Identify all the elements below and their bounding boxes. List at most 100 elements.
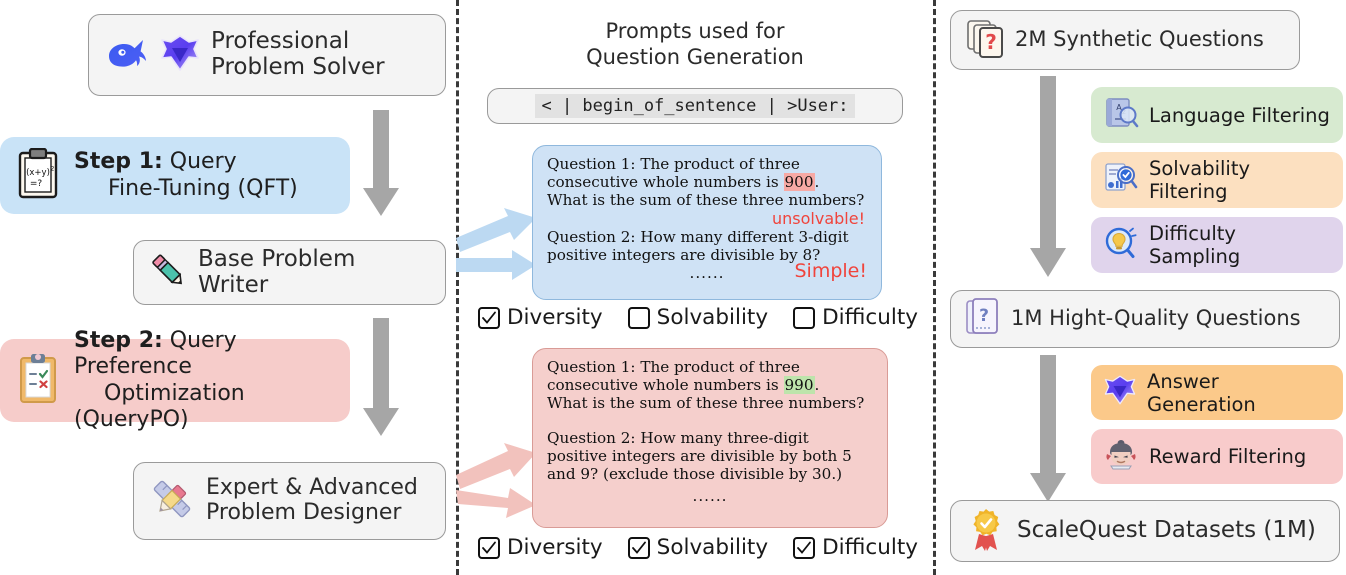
node-scalequest-datasets[interactable]: ScaleQuest Datasets (1M) (950, 500, 1340, 562)
ellipsis: ...... (692, 486, 728, 505)
filter-label: Language Filtering (1149, 103, 1330, 127)
checkbox-difficulty[interactable]: Difficulty (793, 305, 918, 330)
prompt-template-box[interactable]: < | begin_of_sentence | >User: (487, 88, 903, 124)
checkbox-box[interactable] (793, 306, 816, 329)
checkbox-solvability[interactable]: Solvability (627, 305, 768, 330)
question-line: What is the sum of these three numbers? (547, 190, 865, 209)
flow-arrow-step2 (359, 318, 403, 444)
column-divider-left (456, 0, 459, 575)
svg-text:A: A (1116, 103, 1122, 112)
filter-label: Difficulty Sampling (1149, 222, 1241, 268)
checkbox-label: Diversity (507, 305, 603, 330)
node-label: Base Problem Writer (198, 245, 356, 298)
criteria-row-base: Diversity Solvability Difficulty (478, 305, 918, 330)
checkbox-box[interactable] (478, 536, 500, 559)
filter-solvability-filtering[interactable]: Solvability Filtering (1091, 152, 1343, 208)
checkbox-solvability[interactable]: Solvability (627, 535, 769, 560)
step-1-query-fine-tuning[interactable]: (x+y) 2 =? Step 1: Query Fine-Tuning (QF… (0, 137, 350, 214)
qwen-logo-icon (159, 33, 201, 77)
question-line: Question 1: The product of three (547, 155, 800, 173)
ruler-pencil-icon (148, 475, 196, 527)
arrow-blue-lower (456, 250, 538, 286)
svg-text:?: ? (979, 306, 989, 326)
arrow-pink-upper (456, 443, 538, 495)
column-divider-right (933, 0, 936, 575)
check-icon (797, 541, 811, 554)
tag-unsolvable: unsolvable! (772, 208, 865, 228)
svg-text:?: ? (985, 30, 997, 54)
qwen-logo-icon (1103, 373, 1137, 412)
deepseek-whale-icon (103, 33, 149, 77)
question-cards-icon: ? (965, 17, 1005, 63)
question-line: consecutive whole numbers is 990. (547, 375, 820, 394)
flow-arrow-answer-reward (1026, 355, 1070, 509)
check-icon (482, 541, 496, 554)
clipboard-check-cross-icon (16, 352, 60, 410)
arrow-blue-upper (456, 208, 538, 258)
highlight-900: 900 (783, 172, 815, 191)
filter-language-filtering[interactable]: A z Language Filtering (1091, 87, 1343, 143)
filter-label: Solvability Filtering (1149, 157, 1251, 203)
filter-difficulty-sampling[interactable]: Difficulty Sampling (1091, 217, 1343, 273)
node-base-problem-writer[interactable]: Base Problem Writer (133, 240, 446, 305)
node-label: 1M Hight-Quality Questions (1011, 306, 1301, 331)
checkbox-label: Diversity (507, 535, 603, 560)
pencil-icon (148, 251, 188, 295)
node-1m-high-quality-questions[interactable]: ? 1M Hight-Quality Questions (950, 290, 1340, 348)
node-label: 2M Synthetic Questions (1015, 27, 1264, 52)
checkbox-box[interactable] (478, 306, 500, 329)
step-reward-filtering[interactable]: Reward Filtering (1091, 429, 1343, 484)
step-label: Answer Generation (1147, 369, 1256, 416)
check-icon (631, 541, 646, 554)
checkbox-difficulty[interactable]: Difficulty (793, 535, 918, 560)
tag-simple: Simple! (794, 259, 868, 282)
question-document-icon: ? (965, 297, 1001, 341)
step-answer-generation[interactable]: Answer Generation (1091, 365, 1343, 420)
judge-face-icon (1103, 436, 1139, 477)
question-line: consecutive whole numbers is 900. (547, 172, 820, 191)
question-line: positive integers are divisible by both … (547, 446, 852, 465)
prompt-template-text: < | begin_of_sentence | >User: (535, 94, 855, 118)
question-line: Question 2: How many three-digit (547, 428, 809, 447)
ellipsis: ...... (689, 263, 725, 282)
question-line: Question 1: The product of three (547, 358, 800, 376)
award-ribbon-icon (965, 506, 1007, 556)
checkbox-diversity[interactable]: Diversity (478, 535, 603, 560)
checkbox-box[interactable] (627, 306, 650, 329)
lightbulb-magnifier-icon (1103, 225, 1139, 266)
step-2-query-preference-optimization[interactable]: Step 2: Query Preference Optimization (Q… (0, 328, 350, 432)
document-check-magnifier-icon (1103, 160, 1139, 201)
checkbox-box[interactable] (627, 536, 650, 559)
node-2m-synthetic-questions[interactable]: ? 2M Synthetic Questions (950, 10, 1300, 70)
svg-text:(x+y): (x+y) (26, 168, 50, 178)
clipboard-math-icon: (x+y) 2 =? (16, 147, 60, 204)
checkbox-label: Difficulty (822, 535, 918, 560)
checkbox-box[interactable] (793, 536, 816, 559)
question-box-base-model: Question 1: The product of three consecu… (532, 145, 882, 300)
question-box-optimized-model: Question 1: The product of three consecu… (532, 348, 888, 528)
criteria-row-optimized: Diversity Solvability Difficulty (478, 535, 918, 560)
question-line: What is the sum of these three numbers? (547, 393, 865, 412)
question-line: and 9? (exclude those divisible by 30.) (547, 464, 843, 483)
checkbox-label: Solvability (656, 535, 769, 560)
highlight-990: 990 (783, 375, 815, 394)
checkbox-diversity[interactable]: Diversity (478, 305, 603, 330)
question-line: Question 2: How many different 3-digit (547, 227, 849, 246)
arrow-pink-lower (456, 484, 538, 526)
book-magnifier-icon: A z (1103, 95, 1139, 136)
node-label: ScaleQuest Datasets (1M) (1017, 517, 1316, 544)
step-label: Reward Filtering (1149, 445, 1307, 468)
svg-text:=?: =? (30, 179, 43, 189)
svg-text:2: 2 (51, 165, 55, 172)
step-2-label: Step 2: Query Preference Optimization (Q… (74, 327, 245, 432)
check-icon (482, 311, 496, 324)
flow-arrow-filtering (1026, 76, 1070, 285)
question-line: positive integers are divisible by 8? (547, 245, 821, 264)
flow-arrow-step1 (359, 110, 403, 224)
